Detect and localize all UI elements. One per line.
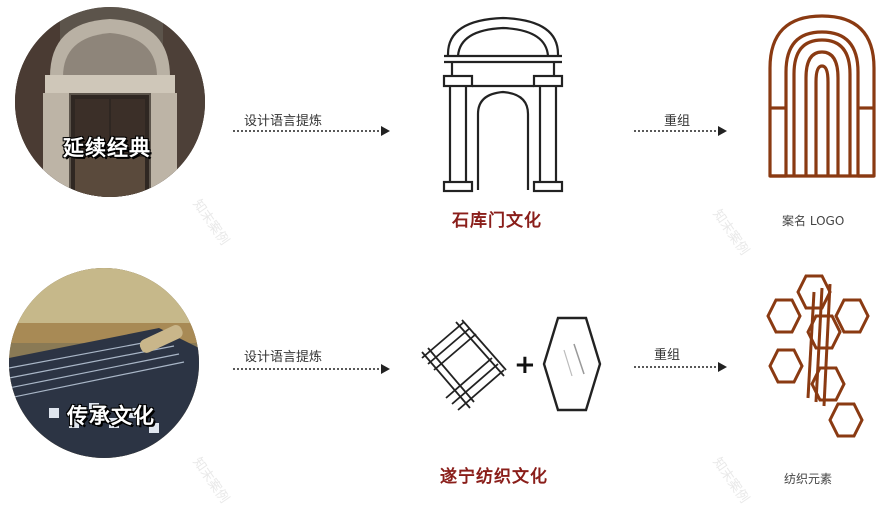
arrow-label-extract-2: 设计语言提炼 bbox=[244, 350, 323, 365]
plus-sign: + bbox=[514, 350, 536, 380]
watermark-4: 知末案例 bbox=[709, 455, 752, 506]
caption-suining-textile: 遂宁纺织文化 bbox=[440, 467, 548, 487]
dotted-arrow-1 bbox=[233, 126, 390, 136]
photo-loom-weaving: 传承文化 bbox=[9, 268, 199, 458]
arrow-label-extract-1: 设计语言提炼 bbox=[244, 114, 323, 129]
watermark-3: 知末案例 bbox=[189, 455, 232, 506]
dotted-arrow-2 bbox=[634, 126, 727, 136]
hexagon-shuttle-drawing bbox=[542, 316, 602, 412]
arrow-label-recombine-2: 重组 bbox=[654, 348, 681, 363]
dotted-arrow-4 bbox=[634, 362, 727, 372]
caption-shikumen-culture: 石库门文化 bbox=[452, 211, 542, 231]
caption-textile-elements: 纺织元素 bbox=[784, 472, 833, 486]
shikumen-line-drawing bbox=[442, 16, 564, 193]
dotted-arrow-3 bbox=[233, 364, 390, 374]
watermark-1: 知末案例 bbox=[189, 197, 232, 249]
watermark-2: 知末案例 bbox=[709, 207, 752, 259]
caption-project-logo: 案名 LOGO bbox=[782, 214, 845, 228]
arrow-label-recombine-1: 重组 bbox=[664, 114, 691, 129]
photo-shikumen-door: 延续经典 bbox=[15, 7, 205, 197]
loom-photo-art bbox=[9, 268, 199, 458]
textile-hexagon-cluster bbox=[766, 274, 870, 438]
shikumen-photo-art bbox=[15, 7, 205, 197]
woven-diamond-drawing bbox=[421, 319, 507, 411]
photo-label-heritage: 传承文化 bbox=[67, 404, 155, 429]
photo-label-classic: 延续经典 bbox=[63, 136, 151, 161]
brand-logo-arch bbox=[768, 14, 876, 178]
